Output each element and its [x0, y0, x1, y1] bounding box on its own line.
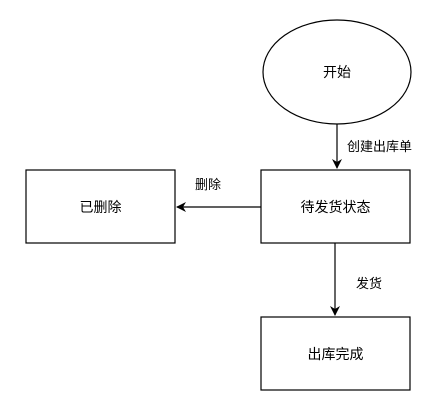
start-node-shape: [262, 19, 412, 125]
edge-ship-label: 发货: [356, 277, 383, 292]
done-node-shape: [260, 316, 411, 391]
edge-create-label: 创建出库单: [347, 140, 413, 155]
edge-delete-label: 删除: [195, 178, 222, 193]
pending-node-shape: [260, 169, 411, 244]
deleted-node-shape: [25, 169, 176, 244]
